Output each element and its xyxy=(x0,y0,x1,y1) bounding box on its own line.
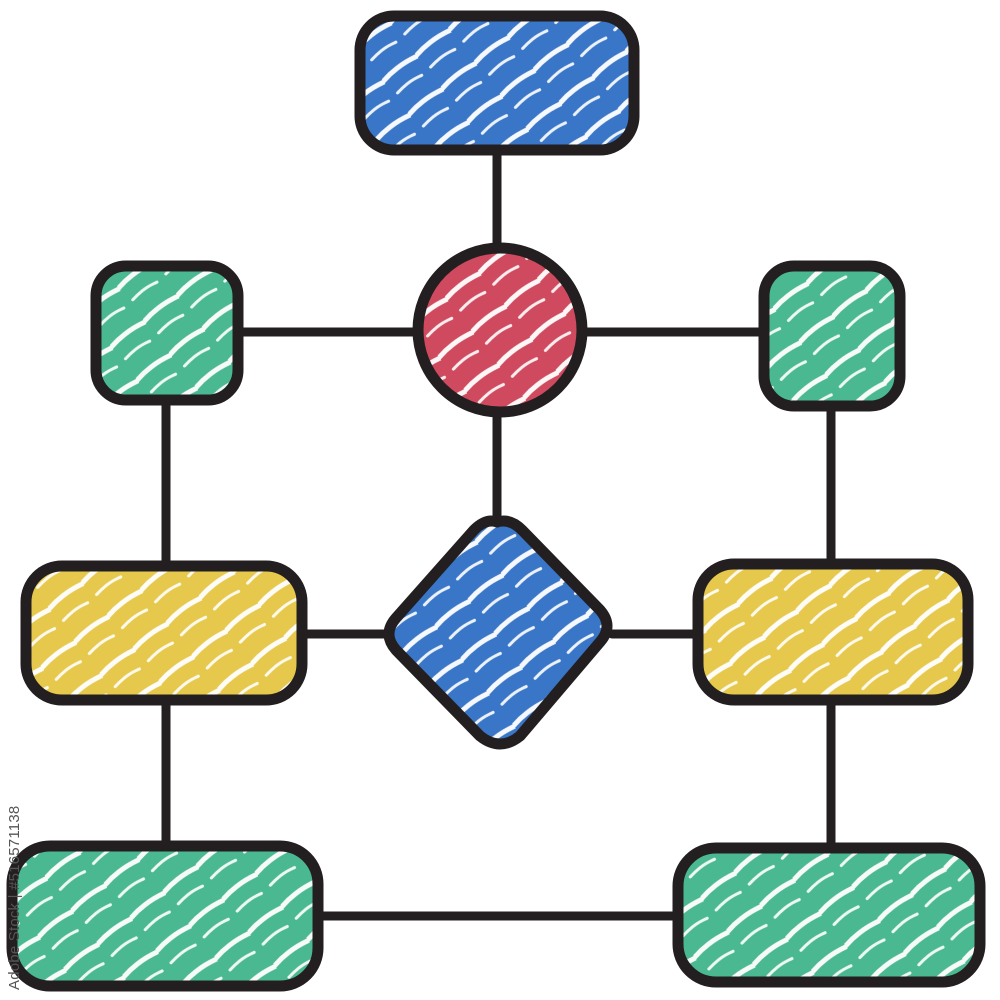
center-red-circle xyxy=(412,242,588,418)
connector-lines xyxy=(161,145,836,921)
left-yellow-box xyxy=(20,560,308,706)
right-green-square xyxy=(758,260,906,412)
left-green-square xyxy=(90,260,244,406)
bottom-right-green-box xyxy=(672,842,986,988)
right-yellow-box xyxy=(692,558,974,706)
center-blue-diamond xyxy=(383,515,613,750)
top-blue-box xyxy=(354,10,640,156)
bottom-left-green-box xyxy=(6,840,324,992)
stock-watermark: Adobe Stock | #516571138 xyxy=(6,805,23,990)
